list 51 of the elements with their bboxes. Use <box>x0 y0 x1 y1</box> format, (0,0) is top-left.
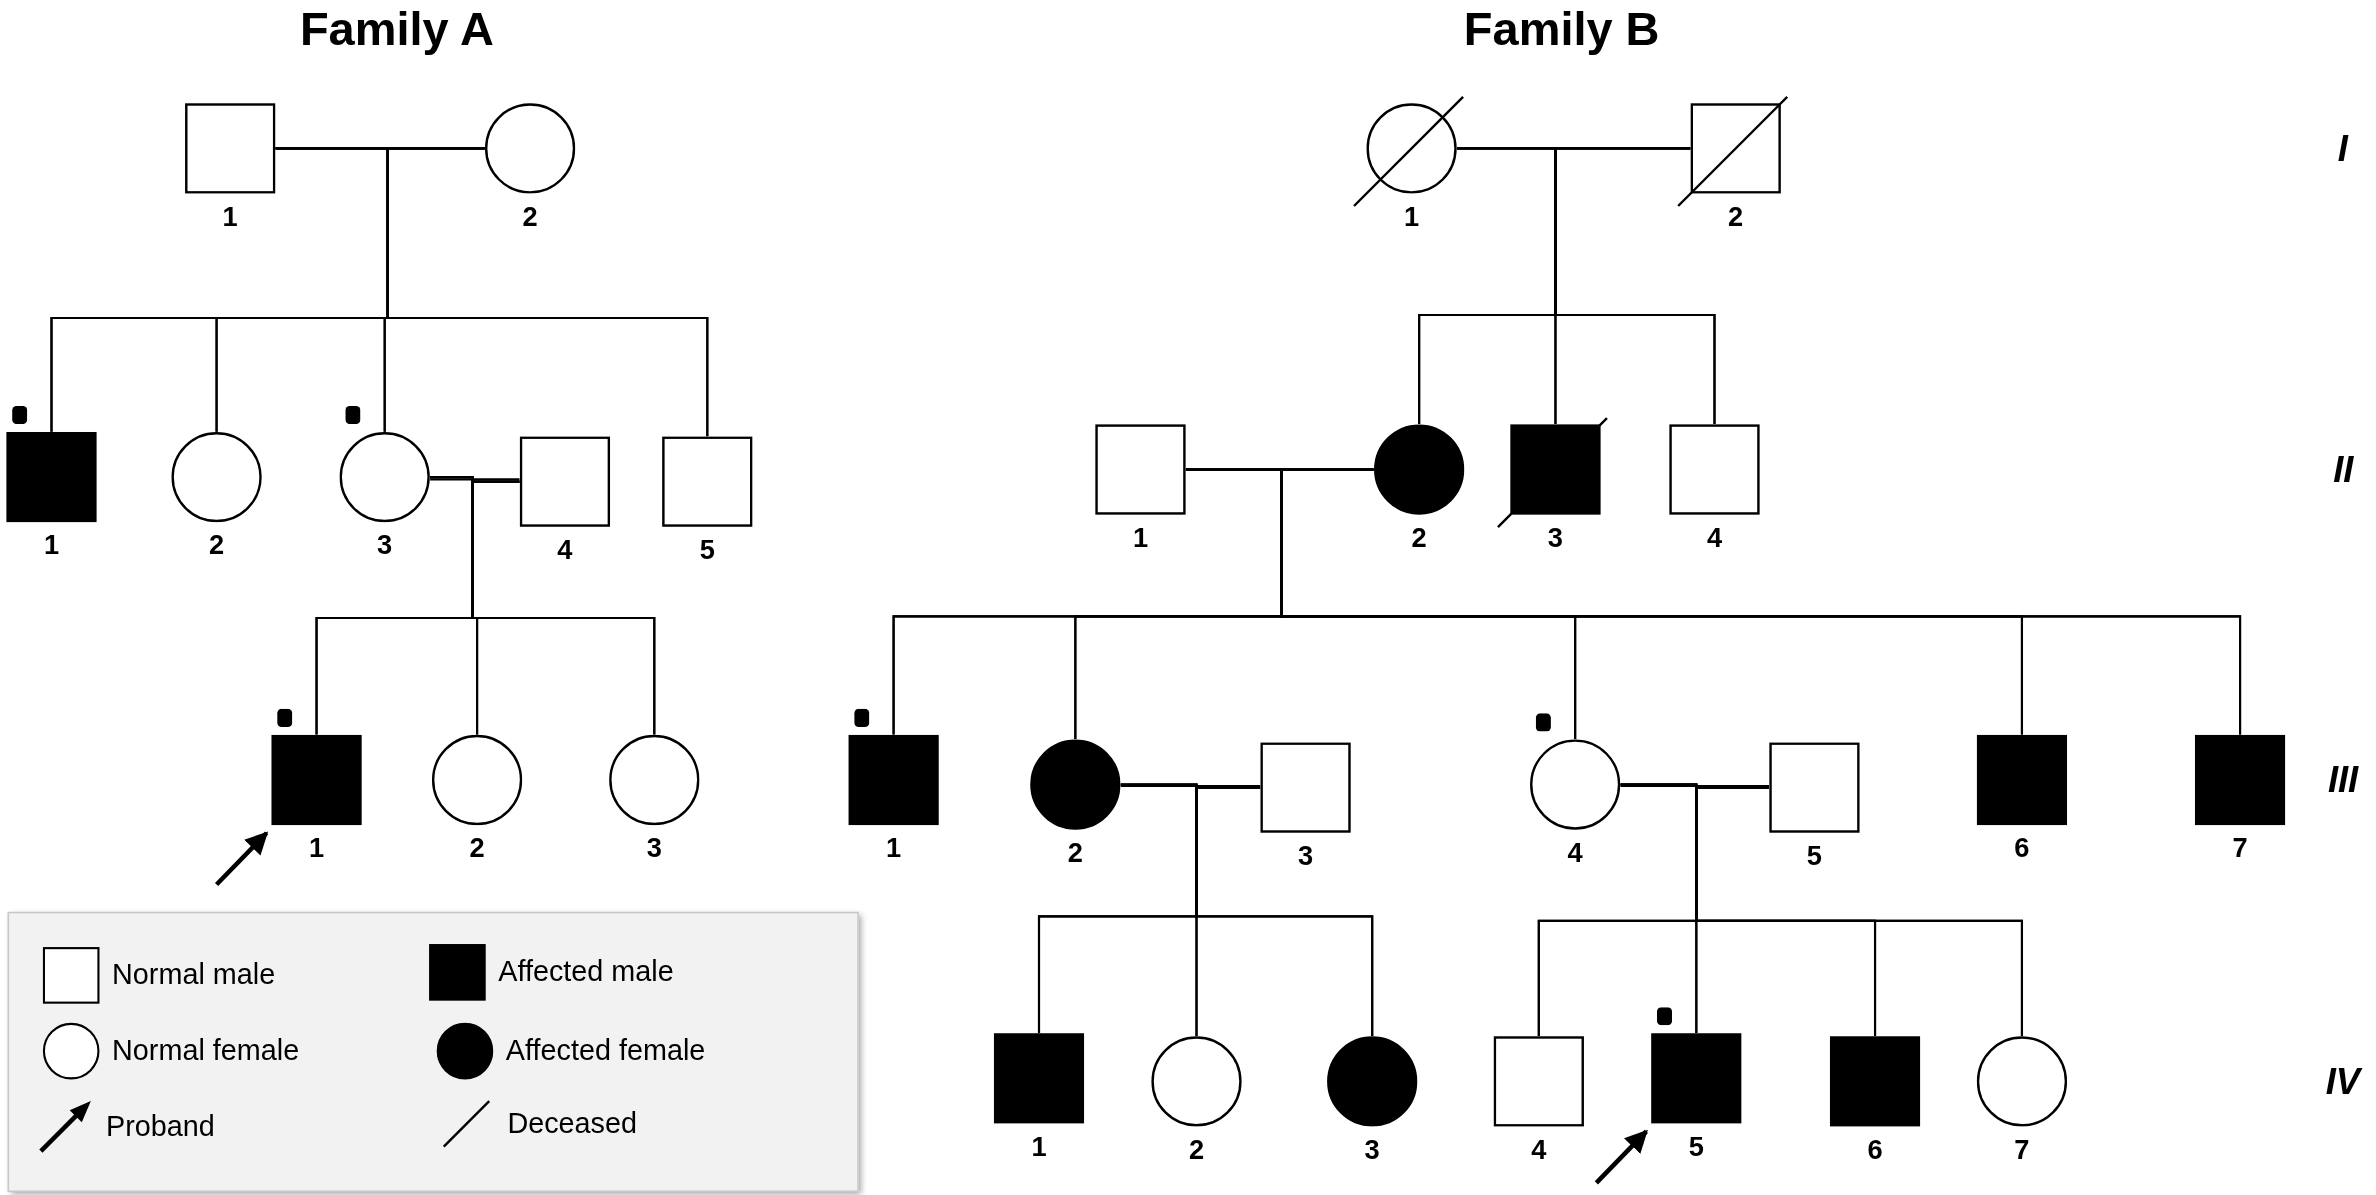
marriage-line <box>430 478 520 481</box>
individual-number: 1 <box>1030 1130 1048 1164</box>
individual-number: 4 <box>1530 1133 1548 1167</box>
individual-number: 3 <box>376 529 394 562</box>
individual-number: 1 <box>221 200 239 234</box>
marriage-line <box>1620 785 1769 788</box>
individual-number: 1 <box>1403 200 1421 234</box>
individual-number: 2 <box>1066 836 1084 870</box>
legend-text: Normal female <box>112 1033 300 1069</box>
marriage-line <box>1120 785 1261 788</box>
descent-line <box>386 147 709 437</box>
individual-number: 1 <box>1131 521 1150 555</box>
individual-number: 6 <box>1866 1133 1884 1167</box>
proband-arrow <box>1594 1129 1648 1185</box>
individual-number: 3 <box>1546 521 1565 555</box>
individual-number: 4 <box>1566 836 1584 870</box>
legend-text: Affected female <box>505 1033 706 1069</box>
individual-number: 1 <box>885 832 903 865</box>
legend-text: Normal male <box>112 957 276 993</box>
generation-label: II <box>2333 448 2354 491</box>
individual-number: 2 <box>468 832 486 865</box>
individual-number: 2 <box>1410 521 1428 555</box>
pedigree-title: Family A <box>299 3 494 58</box>
descent-line <box>1695 786 2023 1036</box>
individual-number: 5 <box>1687 1130 1705 1164</box>
generation-label: I <box>2337 127 2348 170</box>
individual-number: 2 <box>1187 1133 1206 1167</box>
individual-number: 1 <box>307 832 326 865</box>
proband-arrow <box>214 831 269 887</box>
individual-number: 3 <box>1296 839 1315 873</box>
legend-text: Affected male <box>498 954 674 990</box>
individual-number: 2 <box>521 200 539 234</box>
individual-number: 4 <box>556 533 574 567</box>
legend-text: Deceased <box>507 1106 637 1141</box>
individual-number: 4 <box>1705 521 1724 555</box>
descent-line <box>471 480 656 735</box>
descent-line <box>1195 786 1374 1036</box>
legend-text: Proband <box>106 1109 215 1144</box>
individual-number: 7 <box>2013 1133 2031 1167</box>
individual-number: 7 <box>2231 832 2249 865</box>
generation-label: III <box>2327 758 2359 802</box>
individual-number: 6 <box>2013 832 2031 865</box>
individual-number: 2 <box>1727 200 1745 234</box>
individual-number: 5 <box>698 533 716 567</box>
individual-number: 2 <box>208 529 226 562</box>
descent-line <box>1554 147 1716 425</box>
individual-number: 3 <box>645 832 663 865</box>
individual-number: 1 <box>42 529 61 562</box>
individual-number: 5 <box>1805 839 1824 873</box>
pedigree-title: Family B <box>1463 3 1660 58</box>
individual-number: 3 <box>1363 1133 1381 1167</box>
